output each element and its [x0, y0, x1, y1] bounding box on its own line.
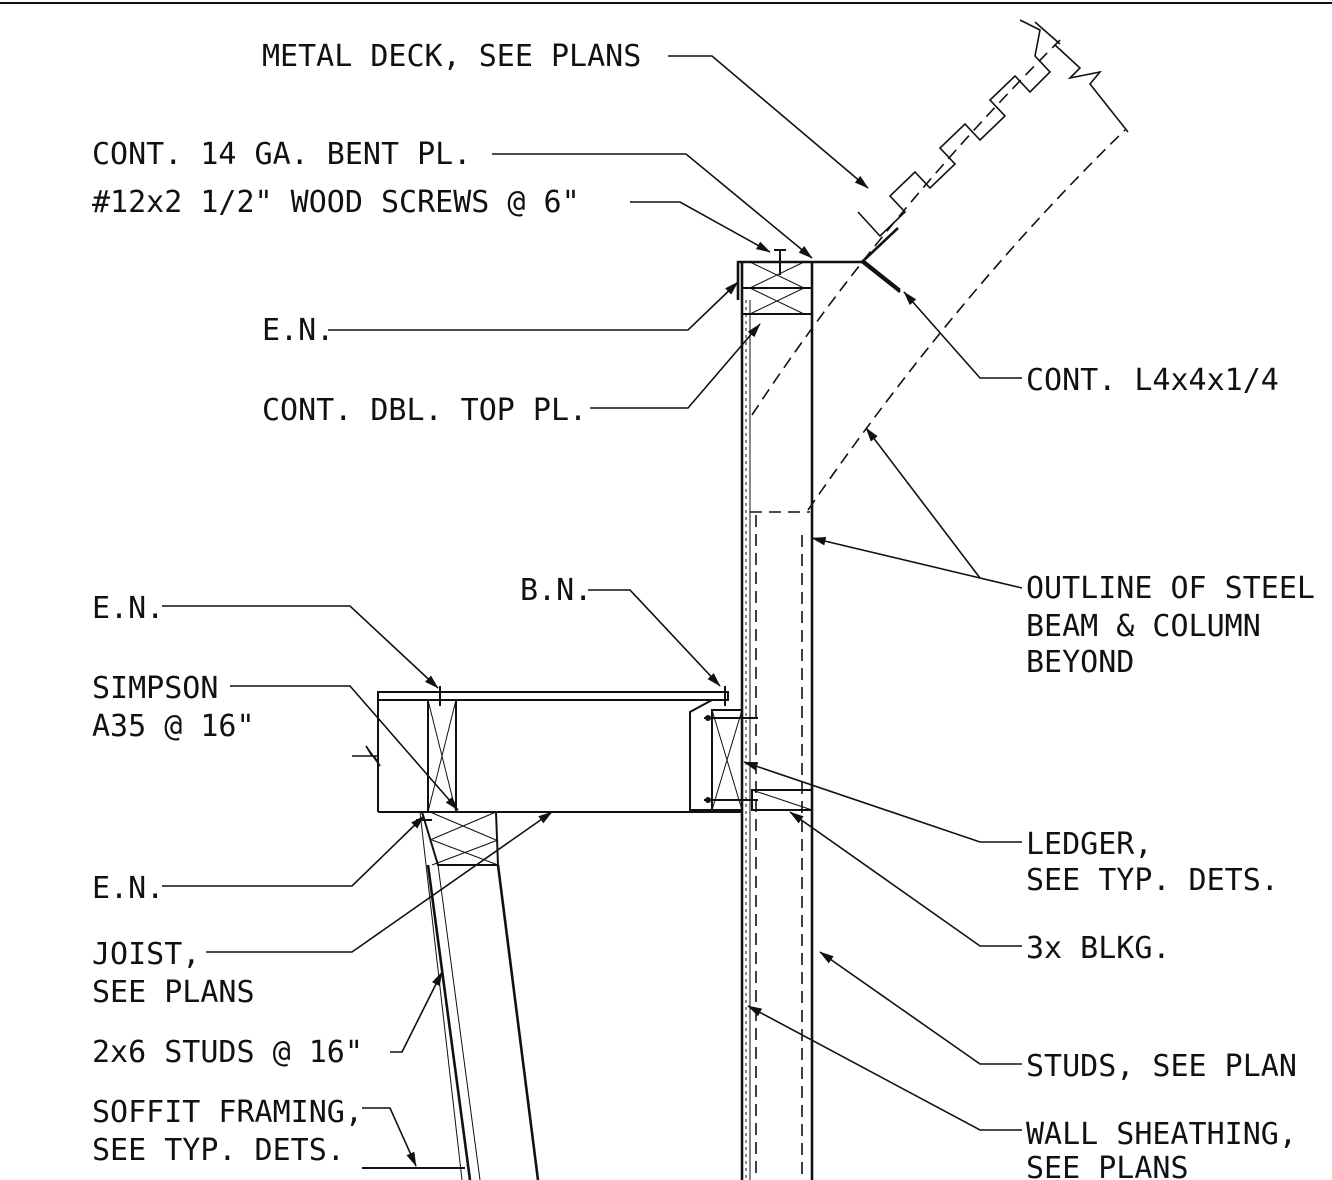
- label-wood-screws: #12x2 1/2" WOOD SCREWS @ 6": [92, 185, 580, 220]
- wall-assembly: [740, 262, 814, 1180]
- label-metal-deck: METAL DECK, SEE PLANS: [262, 39, 641, 74]
- label-simpson-line1: SIMPSON: [92, 671, 218, 706]
- label-ledger-line1: LEDGER,: [1026, 827, 1152, 862]
- labels: METAL DECK, SEE PLANS CONT. 14 GA. BENT …: [92, 39, 1315, 1180]
- label-top-plate: CONT. DBL. TOP PL.: [262, 393, 587, 428]
- label-studs-2x6: 2x6 STUDS @ 16": [92, 1035, 363, 1070]
- label-ledger-line2: SEE TYP. DETS.: [1026, 863, 1279, 898]
- leaders: [162, 55, 1023, 1167]
- label-soffit-line1: SOFFIT FRAMING,: [92, 1095, 363, 1130]
- metal-deck: [857, 19, 1129, 238]
- label-en-top: E.N.: [262, 313, 334, 348]
- double-top-plate: [741, 249, 813, 315]
- soffit-wall: [362, 811, 540, 1180]
- label-angle: CONT. L4x4x1/4: [1026, 363, 1279, 398]
- label-soffit-line2: SEE TYP. DETS.: [92, 1133, 345, 1168]
- label-bn: B.N.: [520, 573, 592, 608]
- label-en-mid: E.N.: [92, 591, 164, 626]
- label-blkg: 3x BLKG.: [1026, 931, 1171, 966]
- label-sheathing-line1: WALL SHEATHING,: [1026, 1117, 1297, 1152]
- label-sheathing-line2: SEE PLANS: [1026, 1151, 1189, 1180]
- label-outline-line2: BEAM & COLUMN: [1026, 609, 1261, 644]
- steel-beam-outline: [751, 39, 1126, 511]
- ledger-assembly: [689, 699, 813, 811]
- label-outline-line1: OUTLINE OF STEEL: [1026, 571, 1315, 606]
- bent-plate: [736, 260, 901, 300]
- floor-joist: [352, 686, 742, 813]
- label-simpson-line2: A35 @ 16": [92, 709, 255, 744]
- label-outline-line3: BEYOND: [1026, 645, 1134, 680]
- steel-angle: [861, 227, 901, 294]
- label-joist-line1: JOIST,: [92, 937, 200, 972]
- label-en-low: E.N.: [92, 871, 164, 906]
- label-joist-line2: SEE PLANS: [92, 975, 255, 1010]
- label-studs-plan: STUDS, SEE PLAN: [1026, 1049, 1297, 1084]
- label-bent-plate: CONT. 14 GA. BENT PL.: [92, 137, 471, 172]
